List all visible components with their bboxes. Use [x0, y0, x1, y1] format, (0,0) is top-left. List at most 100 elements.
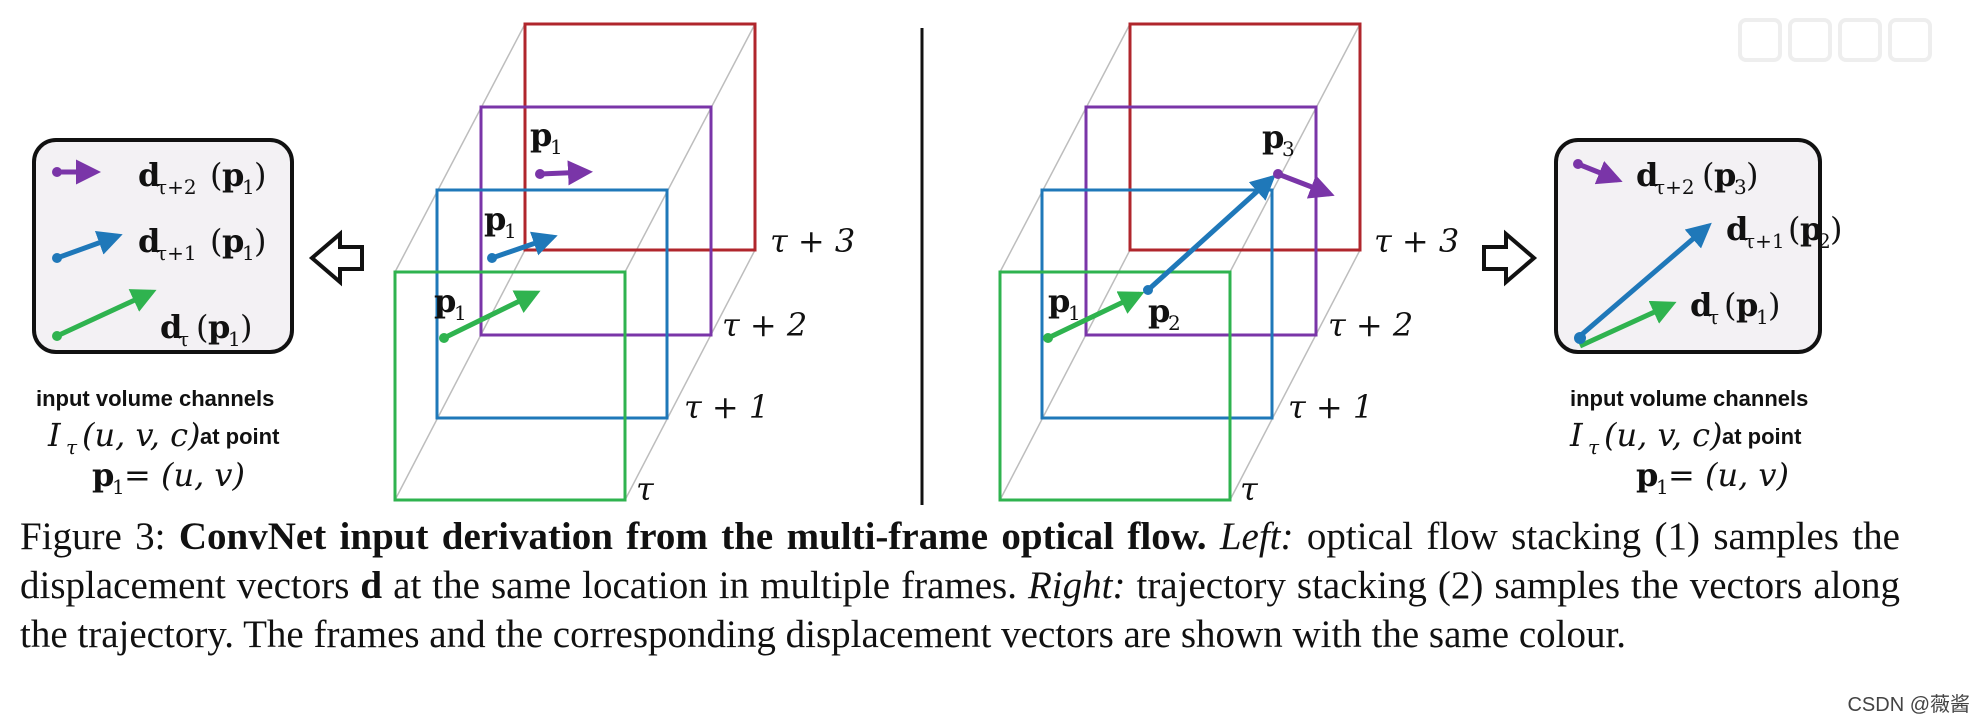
left-caption-tail: at point [200, 424, 280, 449]
caption-left-text: optical flow stacking (1) samples the di… [20, 515, 1900, 607]
right-point1-label: p [1048, 282, 1070, 320]
right-caption-p: p [1636, 456, 1658, 494]
right-legend-box: d τ+2 ( p 3 ) d τ+1 ( p 2 ) d τ ( p 1 ) [1554, 138, 1842, 354]
right-caption-args: (u, v, c) [1604, 416, 1722, 454]
right-legend-arrow-green [1578, 300, 1677, 349]
right-label-tau3: τ + 3 [1374, 222, 1459, 260]
left-frame-stack: p 1 p 1 p 1 τ + 3 τ + 2 τ + 1 τ [393, 22, 855, 508]
caption-d: d [360, 564, 383, 607]
left-point2-label: p [484, 200, 506, 238]
caption-right-label: Right: [1027, 564, 1126, 607]
figure-3-diagram: d τ+2 ( p 1 ) d τ+1 ( p 1 ) d τ ( p 1 ) … [32, 18, 1932, 508]
legend-row2-d: d [138, 222, 160, 260]
left-label-tau1: τ + 1 [684, 388, 769, 426]
right-legend-row2-d: d [1726, 210, 1748, 248]
caption-bold: ConvNet input derivation from the multi-… [178, 515, 1207, 558]
right-legend-row2-dsub: τ+1 [1744, 229, 1785, 253]
left-caption-Isub: τ [66, 435, 78, 459]
legend-row2-p: p [222, 222, 244, 260]
right-vector-blue [1146, 174, 1276, 292]
legend-arrow-blue [56, 231, 123, 261]
left-point2-sub: 1 [504, 219, 517, 243]
left-caption-line1: input volume channels [36, 386, 274, 411]
legend-row3-psub: 1 [228, 327, 241, 351]
left-caption-eq: = (u, v) [124, 456, 245, 494]
frame-tau2 [479, 105, 713, 337]
left-point1-sub: 1 [550, 135, 563, 159]
left-label-tau: τ [636, 470, 655, 508]
right-vector-green [1046, 291, 1145, 341]
caption-prefix: Figure 3: [20, 515, 179, 558]
right-legend-row2-close: ) [1830, 210, 1842, 248]
left-vector-blue [491, 231, 558, 261]
legend-row1-close: ) [254, 156, 266, 194]
right-legend-row2-p: p [1800, 210, 1822, 248]
right-legend-row1-close: ) [1746, 156, 1758, 194]
right-frame-tau [998, 270, 1232, 502]
right-frame-stack: p 1 p 2 p 3 τ + 3 τ + 2 τ + 1 τ [998, 22, 1459, 508]
right-legend-row3-psub: 1 [1756, 305, 1769, 329]
right-point1-sub: 1 [1068, 301, 1081, 325]
legend-row3-dsub: τ [178, 327, 189, 351]
legend-row3-d: d [160, 308, 182, 346]
legend-row2-psub: 1 [242, 241, 255, 265]
left-point1-label: p [530, 116, 552, 154]
right-frame-tau3 [1128, 22, 1362, 252]
frame-tau3 [523, 22, 757, 252]
right-legend-origin-dot [1574, 332, 1586, 344]
right-point2-label: p [1148, 292, 1170, 330]
right-legend-row3-dsub: τ [1708, 305, 1719, 329]
left-hollow-arrow [308, 229, 364, 287]
right-legend-row3-d: d [1690, 286, 1712, 324]
right-caption-line1: input volume channels [1570, 386, 1808, 411]
left-vector-green [442, 290, 541, 341]
right-legend-row1-dsub: τ+2 [1654, 175, 1695, 199]
left-label-tau2: τ + 2 [722, 306, 807, 344]
right-legend-row2-open: ( [1788, 210, 1800, 248]
right-legend-row1-open: ( [1702, 156, 1714, 194]
bilibili-watermark [1738, 18, 1932, 62]
legend-row1-p: p [222, 156, 244, 194]
right-label-tau1: τ + 1 [1288, 388, 1373, 426]
right-vector-purple [1277, 171, 1335, 199]
legend-row3-close: ) [240, 308, 252, 346]
caption-right-text: trajectory stacking (2) samples the vect… [20, 564, 1900, 656]
right-point2-sub: 2 [1168, 311, 1181, 335]
right-caption-I: I [1569, 416, 1584, 454]
right-point3-sub: 3 [1282, 137, 1295, 161]
right-frame-tau1 [1040, 188, 1274, 420]
right-caption-psub: 1 [1656, 475, 1669, 499]
legend-row1-psub: 1 [242, 175, 255, 199]
right-legend-row1-psub: 3 [1734, 175, 1747, 199]
right-caption-tail: at point [1722, 424, 1802, 449]
right-legend-row3-p: p [1736, 286, 1758, 324]
legend-row1-open: ( [210, 156, 222, 194]
legend-row2-dsub: τ+1 [156, 241, 197, 265]
right-hollow-arrow [1482, 229, 1538, 287]
frame-tau1 [435, 188, 669, 420]
right-label-tau: τ [1240, 470, 1259, 508]
frame-tau [393, 270, 627, 502]
left-label-tau3: τ + 3 [770, 222, 855, 260]
figure-caption: Figure 3: ConvNet input derivation from … [20, 512, 1900, 659]
right-caption-Isub: τ [1588, 435, 1600, 459]
right-frame-tau2 [1084, 105, 1318, 337]
legend-row3-open: ( [196, 308, 208, 346]
left-caption-p: p [92, 456, 114, 494]
caption-left-text2: at the same location in multiple frames. [382, 564, 1028, 607]
legend-row2-close: ) [254, 222, 266, 260]
right-legend-row1-p: p [1714, 156, 1736, 194]
left-vector-purple [539, 160, 593, 186]
legend-row3-p: p [208, 308, 230, 346]
right-legend-row2-psub: 2 [1818, 229, 1831, 253]
left-caption-args: (u, v, c) [82, 416, 200, 454]
right-label-tau2: τ + 2 [1328, 306, 1413, 344]
right-legend-arrow-purple [1577, 160, 1623, 185]
right-legend-row3-close: ) [1768, 286, 1780, 324]
left-point3-sub: 1 [454, 301, 467, 325]
csdn-watermark: CSDN @薇酱 [1812, 688, 1978, 722]
legend-row1-d: d [138, 156, 160, 194]
left-legend-box: d τ+2 ( p 1 ) d τ+1 ( p 1 ) d τ ( p 1 ) [32, 138, 294, 354]
right-legend-row1-d: d [1636, 156, 1658, 194]
left-caption-I: I [47, 416, 62, 454]
